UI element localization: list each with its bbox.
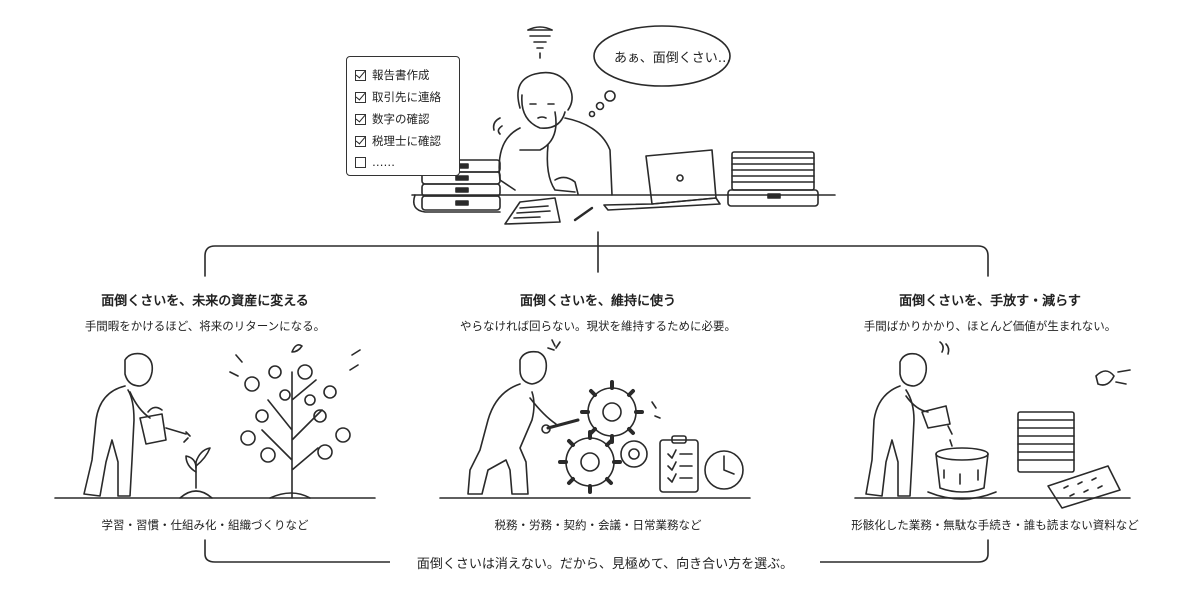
tired-person-icon — [492, 71, 613, 196]
watering-tree-scene — [54, 344, 376, 499]
column-title-assets: 面倒くさいを、未来の資産に変える — [101, 294, 309, 309]
checkbox-checked-icon — [355, 113, 366, 125]
column-examples-reduce: 形骸化した業務・無駄な手続き・誰も読まない資料など — [851, 518, 1139, 532]
todo-item: 数字の確認 — [355, 111, 430, 127]
checkbox-empty-icon — [355, 156, 366, 168]
paper-stack-right-icon — [727, 151, 819, 207]
desk-scene — [411, 25, 836, 225]
todo-item-label: 取引先に連絡 — [372, 90, 441, 104]
column-examples-maintain: 税務・労務・契約・会議・日常業務など — [494, 518, 702, 532]
thought-text: あぁ、面倒くさい… — [614, 51, 731, 66]
todo-item-label: 数字の確認 — [372, 112, 430, 126]
column-desc-assets: 手間暇をかけるほど、将来のリターンになる。 — [84, 319, 326, 333]
column-desc-reduce: 手間ばかりかかり、ほとんど価値が生まれない。 — [863, 319, 1117, 333]
thought-bubble-icon — [588, 25, 731, 118]
todo-item-label: …… — [372, 155, 395, 169]
todo-item-label: 報告書作成 — [372, 68, 430, 82]
checkbox-checked-icon — [355, 91, 366, 103]
footer-message: 面倒くさいは消えない。だから、見極めて、向き合い方を選ぶ。 — [390, 553, 820, 572]
column-title-reduce: 面倒くさいを、手放す・減らす — [899, 294, 1081, 309]
leaky-bucket-scene — [854, 341, 1131, 509]
clock-icon — [704, 450, 744, 490]
column-examples-assets: 学習・習慣・仕組み化・組織づくりなど — [101, 518, 309, 532]
todo-item: 税理士に確認 — [355, 133, 441, 149]
column-desc-maintain: やらなければ回らない。現状を維持するために必要。 — [460, 319, 736, 333]
bracket-lines — [204, 231, 989, 563]
checkbox-checked-icon — [355, 135, 366, 147]
paper-pen-icon — [504, 197, 594, 225]
checkbox-checked-icon — [355, 69, 366, 81]
laptop-icon — [603, 149, 721, 211]
column-title-maintain: 面倒くさいを、維持に使う — [519, 294, 676, 309]
todo-item: 取引先に連絡 — [355, 89, 441, 105]
todo-checklist: 報告書作成 取引先に連絡 数字の確認 税理士に確認 …… — [346, 56, 460, 176]
stress-swirl-icon — [527, 26, 553, 59]
todo-item-label: 税理士に確認 — [372, 134, 441, 148]
todo-item: …… — [355, 155, 395, 169]
todo-item: 報告書作成 — [355, 67, 430, 83]
gears-scene — [439, 339, 751, 499]
